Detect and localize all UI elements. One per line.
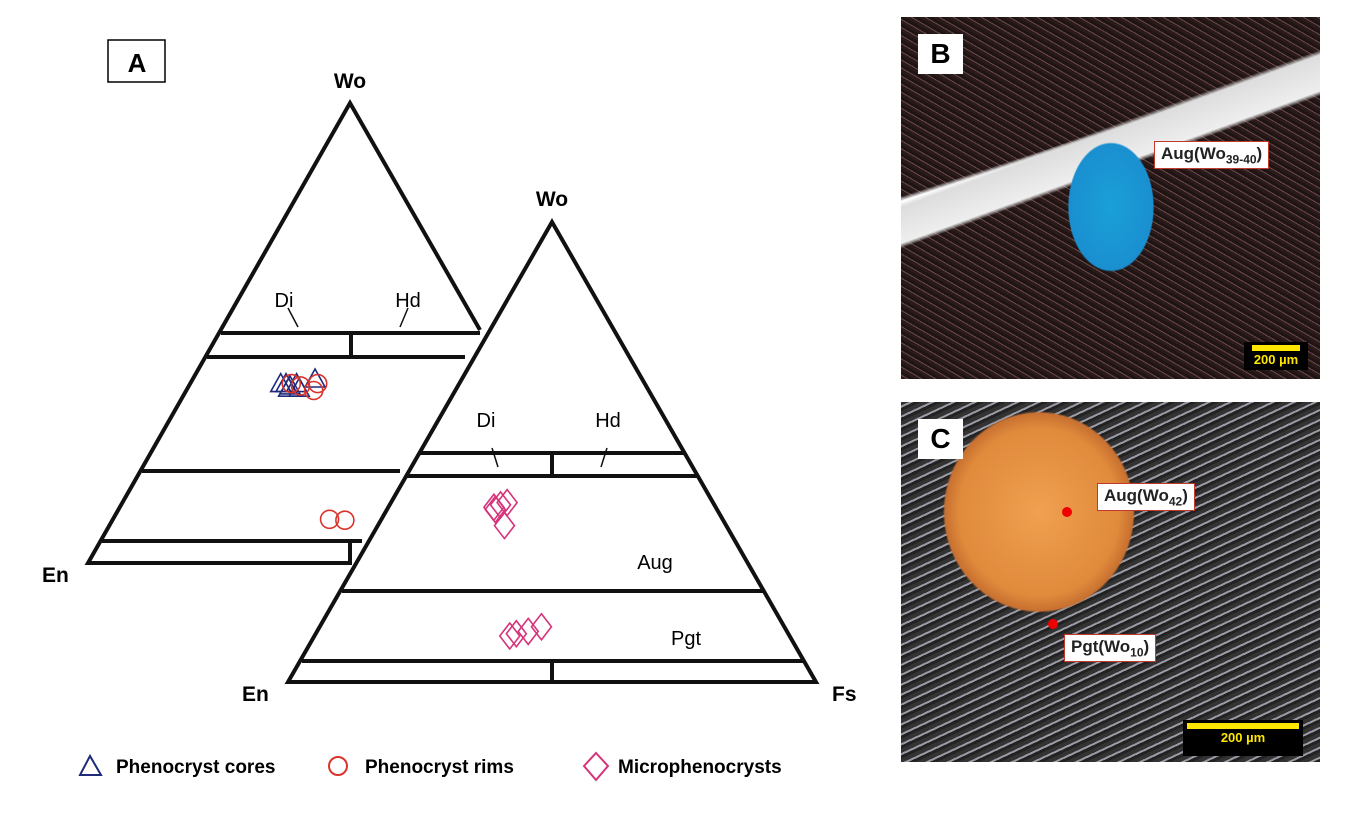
annotation-aug-b: Aug(Wo39-40) xyxy=(1154,141,1270,170)
legend-circle-icon xyxy=(328,756,348,776)
right-field-aug: Aug xyxy=(637,552,673,574)
legend-diamond-icon xyxy=(582,751,610,782)
left-ternary xyxy=(84,98,482,565)
ternary-diagrams: A Wo En Di Hd Wo En Fs Di Hd Aug Pgt Phe… xyxy=(42,39,857,782)
left-field-di: Di xyxy=(275,290,294,312)
left-field-hd: Hd xyxy=(395,290,421,312)
scale-bar-c: 200 µm xyxy=(1183,720,1303,756)
left-vertex-en: En xyxy=(42,564,69,587)
data-point-phenocryst-cores xyxy=(287,376,311,398)
pgt-point-marker xyxy=(1048,619,1058,629)
data-point-phenocryst-rims xyxy=(303,380,324,401)
right-ternary xyxy=(284,217,820,684)
data-point-microphenocrysts xyxy=(505,619,528,649)
legend-triangle-icon xyxy=(78,753,103,776)
data-point-phenocryst-rims xyxy=(319,509,340,530)
right-vertex-en: En xyxy=(242,683,269,706)
right-field-pgt: Pgt xyxy=(671,628,701,650)
data-point-phenocryst-rims xyxy=(335,510,355,531)
right-apex-wo: Wo xyxy=(536,188,568,211)
legend-label-rims: Phenocryst rims xyxy=(365,757,514,778)
data-point-microphenocrysts xyxy=(517,617,540,646)
panel-a-label-box: A xyxy=(107,39,166,83)
scale-bar-b: 200 µm xyxy=(1244,342,1308,370)
data-point-microphenocrysts xyxy=(493,511,516,540)
left-apex-wo: Wo xyxy=(334,70,366,93)
legend-label-cores: Phenocryst cores xyxy=(116,757,275,778)
data-point-phenocryst-rims xyxy=(281,373,302,394)
panel-c-label: C xyxy=(918,419,963,459)
data-point-microphenocrysts xyxy=(530,612,553,642)
annotation-pgt-c: Pgt(Wo10) xyxy=(1064,634,1157,663)
photomicrograph-c: C Aug(Wo42) Pgt(Wo10) 200 µm xyxy=(901,402,1320,762)
annotation-aug-c: Aug(Wo42) xyxy=(1097,483,1195,512)
data-point-microphenocrysts xyxy=(498,621,521,651)
aug-point-marker xyxy=(1062,507,1072,517)
panel-b-label: B xyxy=(918,34,963,74)
photomicrograph-b: B Aug(Wo39-40) 200 µm xyxy=(901,17,1320,379)
legend: Phenocryst cores Phenocryst rims Microph… xyxy=(78,751,782,782)
right-field-di: Di xyxy=(477,410,496,432)
legend-label-micro: Microphenocrysts xyxy=(618,757,782,778)
right-field-hd: Hd xyxy=(595,410,621,432)
data-point-microphenocrysts xyxy=(484,495,507,524)
right-vertex-fs: Fs xyxy=(832,683,857,706)
panel-a-label: A xyxy=(128,48,147,78)
